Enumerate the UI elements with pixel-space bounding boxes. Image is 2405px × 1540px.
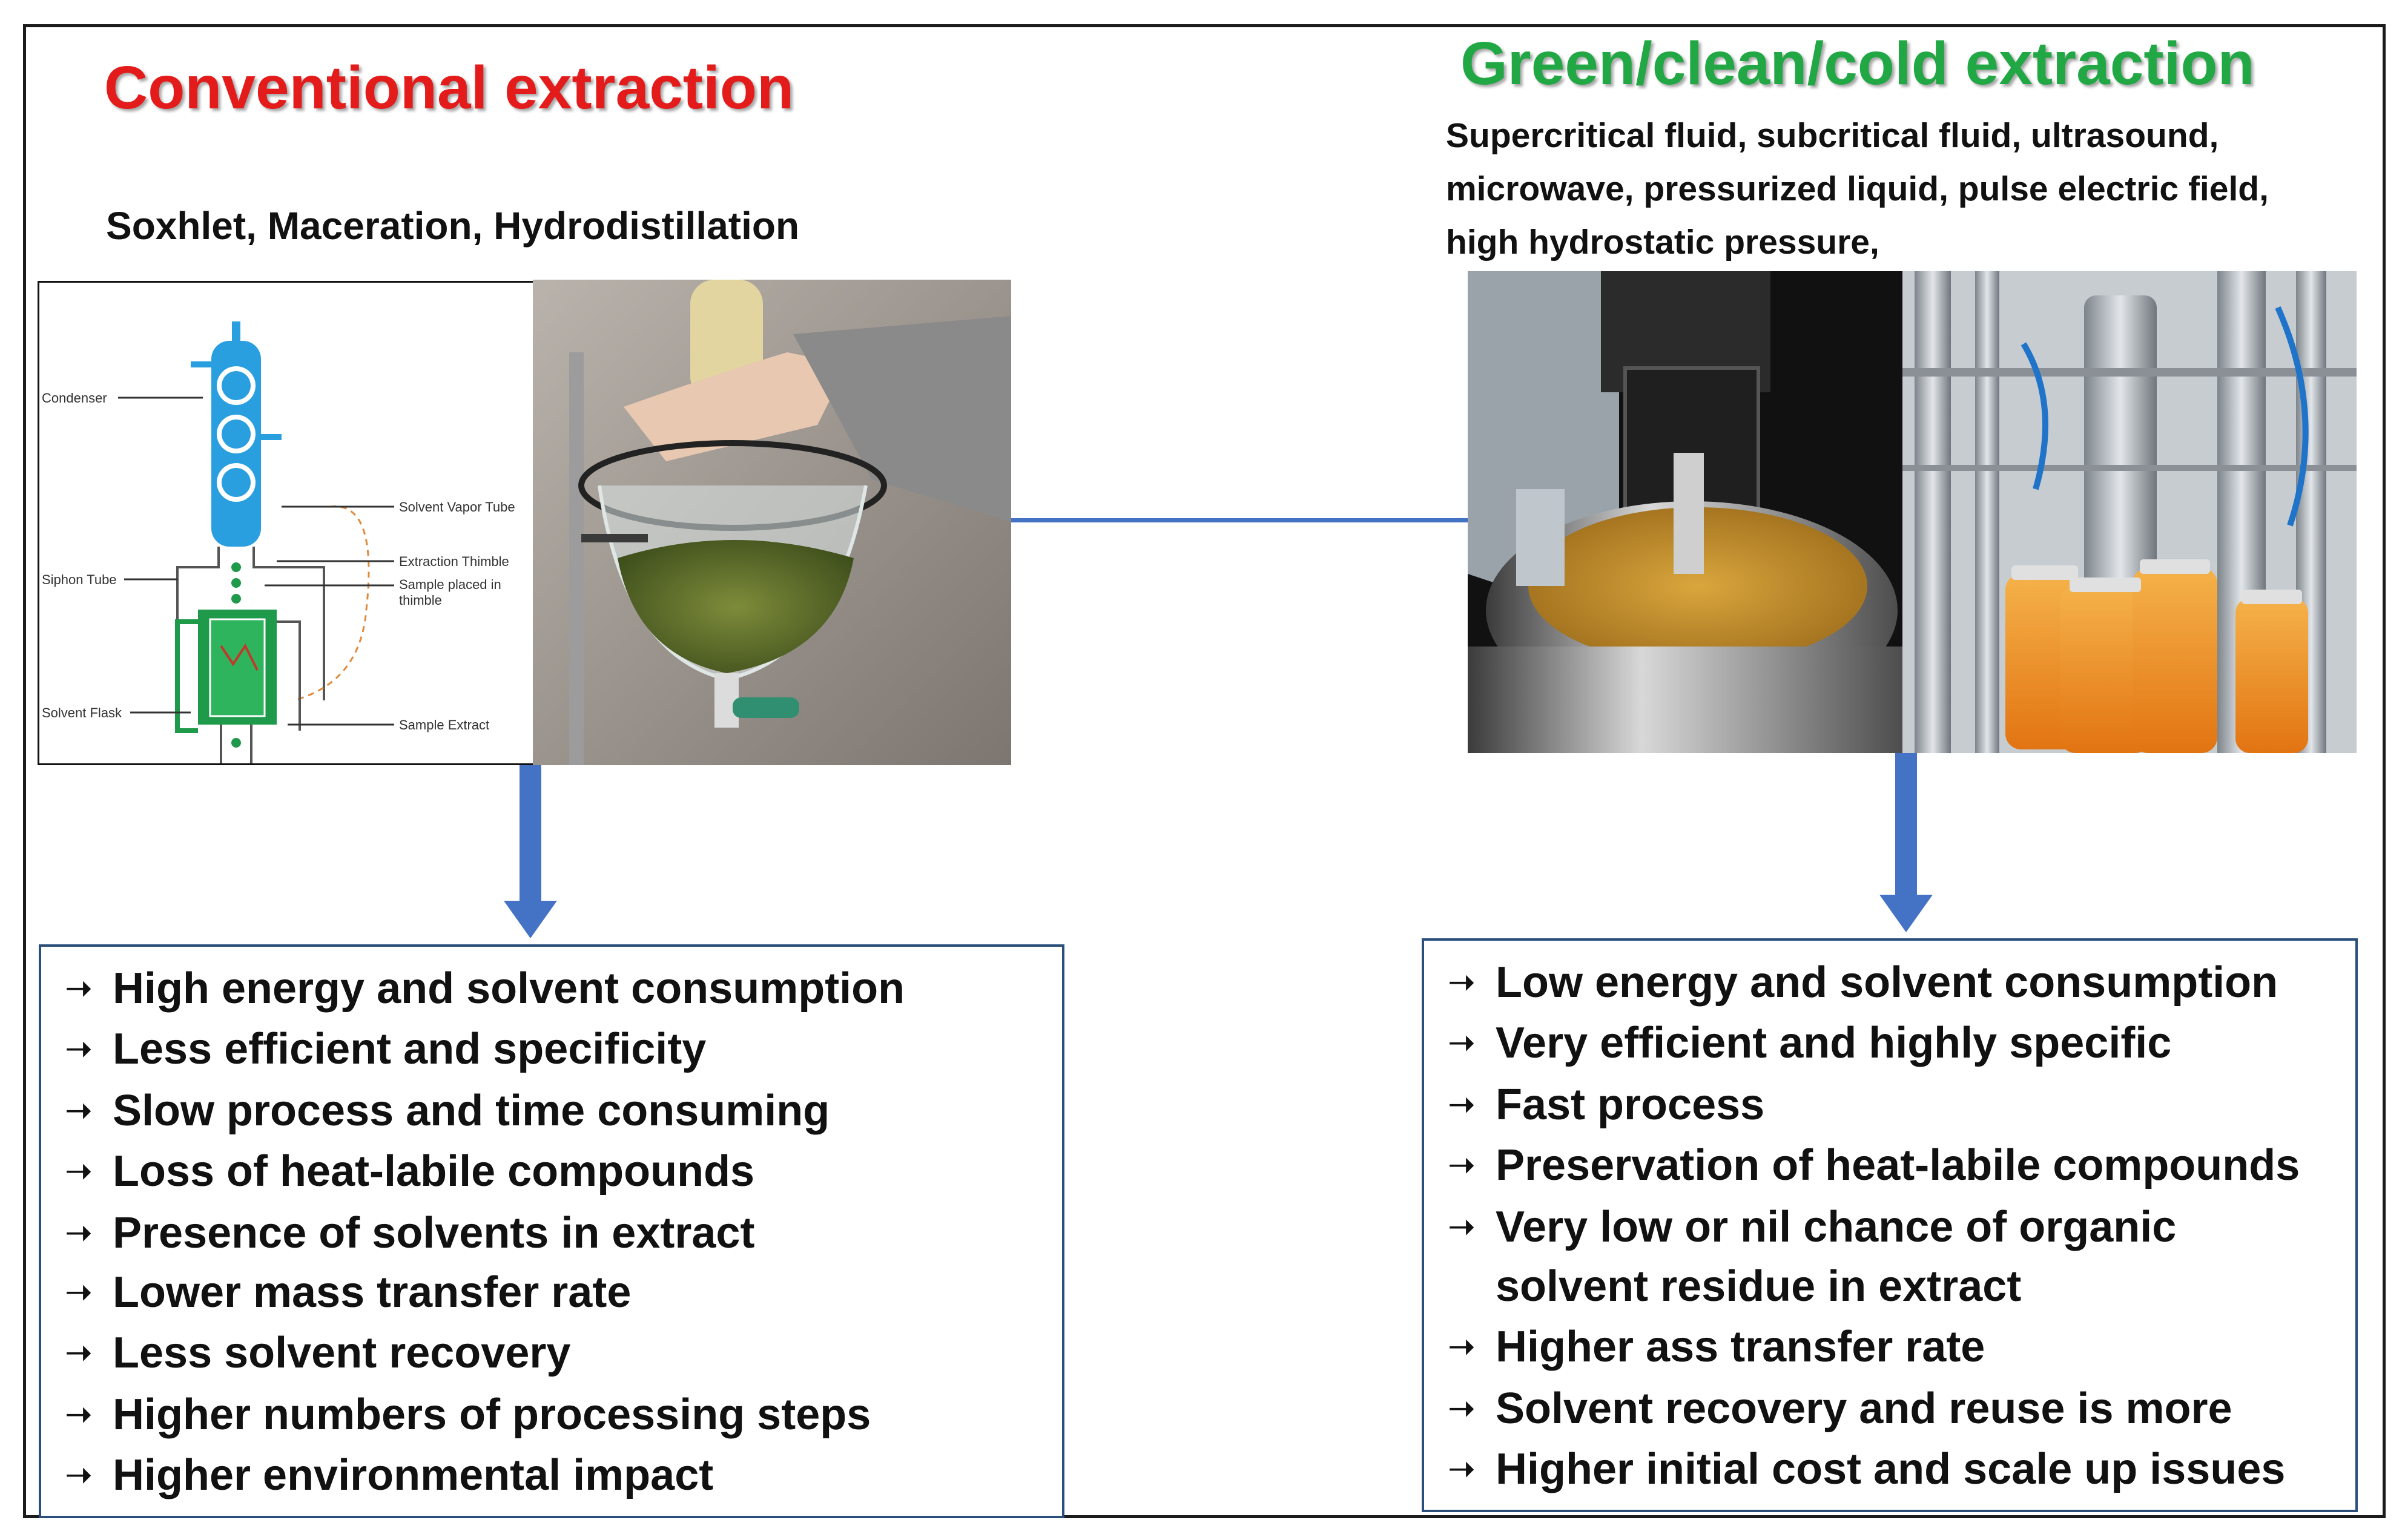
list-item: ➝Low energy and solvent consumption — [1424, 958, 2278, 1007]
list-item: ➝Higher environmental impact — [41, 1450, 713, 1500]
arrow-bullet-icon: ➝ — [1448, 1087, 1475, 1122]
connector-line — [1011, 518, 1468, 522]
conventional-methods: Soxhlet, Maceration, Hydrodistillation — [106, 204, 800, 248]
soxhlet-diagram: Condenser Siphon Tube Solvent Flask Solv… — [38, 281, 535, 765]
arrow-bullet-icon: ➝ — [65, 1216, 92, 1251]
list-item: ➝Fast process — [1424, 1080, 1764, 1130]
green-methods-line-1: Supercritical fluid, subcritical fluid, … — [1446, 116, 2219, 155]
list-item: ➝Higher ass transfer rate — [1424, 1322, 1985, 1372]
arrow-bullet-icon: ➝ — [65, 971, 92, 1006]
maceration-photo — [533, 280, 1011, 765]
figure-frame — [23, 24, 2386, 1518]
label-solvent-vapor-tube: Solvent Vapor Tube — [399, 499, 515, 515]
label-siphon-tube: Siphon Tube — [42, 572, 117, 587]
list-item: ➝Higher numbers of processing steps — [41, 1390, 871, 1440]
arrow-bullet-icon: ➝ — [65, 1275, 92, 1310]
green-methods: Supercritical fluid, subcritical fluid, … — [1446, 109, 2378, 269]
arrow-bullet-icon: ➝ — [1448, 1391, 1475, 1426]
label-condenser: Condenser — [42, 390, 107, 406]
arrow-bullet-icon: ➝ — [65, 1154, 92, 1189]
label-extraction-thimble: Extraction Thimble — [399, 554, 509, 569]
list-item: ➝Lower mass transfer rate — [41, 1268, 631, 1317]
arrow-bullet-icon: ➝ — [65, 1032, 92, 1067]
label-sample-extract: Sample Extract — [399, 717, 489, 732]
arrow-bullet-icon: ➝ — [65, 1093, 92, 1128]
down-arrow-right-shaft — [1895, 753, 1917, 898]
conventional-title: Conventional extraction — [104, 54, 794, 122]
siphon-tube-shape — [175, 619, 198, 733]
list-item: ➝Slow process and time consuming — [41, 1086, 830, 1136]
list-item: ➝Very efficient and highly specific — [1424, 1018, 2171, 1068]
supercritical-machine-photo — [1468, 271, 1902, 753]
arrow-bullet-icon: ➝ — [65, 1397, 92, 1432]
down-arrow-left-shaft — [520, 765, 541, 904]
arrow-bullet-icon: ➝ — [65, 1335, 92, 1371]
list-item: ➝Preservation of heat-labile compounds — [1424, 1140, 2300, 1190]
list-item: ➝Higher initial cost and scale up issues — [1424, 1444, 2285, 1494]
arrow-bullet-icon: ➝ — [1448, 1148, 1475, 1183]
list-item: ➝High energy and solvent consumption — [41, 964, 905, 1013]
green-methods-line-3: high hydrostatic pressure, — [1446, 223, 1879, 262]
down-arrow-right-icon — [1879, 895, 1933, 932]
green-title: Green/clean/cold extraction — [1460, 30, 2255, 97]
label-sample-placed: Sample placed in — [399, 577, 501, 592]
down-arrow-left-icon — [504, 901, 557, 938]
arrow-bullet-icon: ➝ — [1448, 1025, 1475, 1061]
extraction-plant-photo — [1902, 271, 2357, 753]
label-solvent-flask: Solvent Flask — [42, 705, 122, 720]
list-item-continuation: solvent residue in extract — [1496, 1262, 2022, 1311]
list-item: ➝Very low or nil chance of organic — [1424, 1202, 2176, 1252]
list-item: ➝Solvent recovery and reuse is more — [1424, 1384, 2232, 1433]
list-item: ➝Loss of heat-labile compounds — [41, 1147, 754, 1196]
list-item: ➝Less solvent recovery — [41, 1328, 570, 1378]
conventional-drawbacks-box: ➝High energy and solvent consumption ➝Le… — [39, 944, 1064, 1518]
arrow-bullet-icon: ➝ — [1448, 1452, 1475, 1487]
arrow-bullet-icon: ➝ — [1448, 1329, 1475, 1364]
green-advantages-box: ➝Low energy and solvent consumption ➝Ver… — [1422, 938, 2358, 1512]
list-item: ➝Less efficient and specificity — [41, 1024, 706, 1074]
arrow-bullet-icon: ➝ — [1448, 965, 1475, 1000]
list-item: ➝Presence of solvents in extract — [41, 1208, 754, 1258]
green-methods-line-2: microwave, pressurized liquid, pulse ele… — [1446, 169, 2269, 208]
label-sample-placed-2: thimble — [399, 593, 442, 608]
arrow-bullet-icon: ➝ — [65, 1458, 92, 1493]
arrow-bullet-icon: ➝ — [1448, 1209, 1475, 1245]
